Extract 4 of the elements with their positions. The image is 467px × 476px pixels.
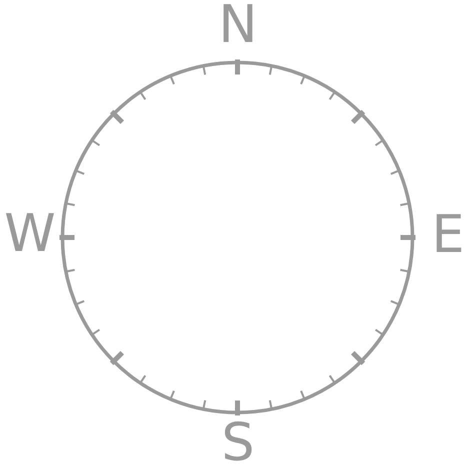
compass-direction-label: E <box>432 215 464 255</box>
compass-direction-label: S <box>222 423 254 463</box>
compass-direction-label: N <box>218 5 258 45</box>
compass-direction-label: W <box>4 214 56 254</box>
